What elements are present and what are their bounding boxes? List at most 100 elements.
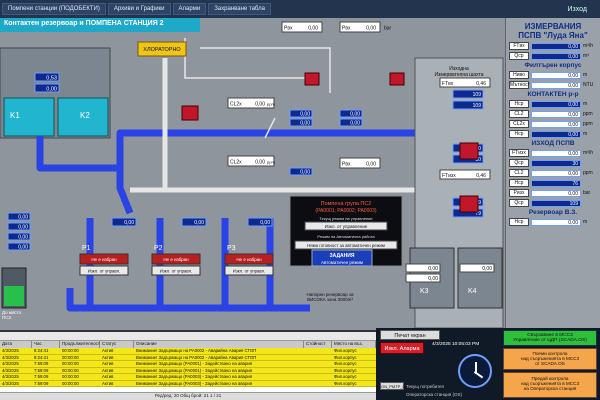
section-reservoir: Резервоар В.З. (528, 209, 578, 216)
valves (181, 72, 479, 213)
alarm-cell-date: 4/3/2025 (2, 367, 19, 373)
valve-1[interactable] (459, 142, 479, 160)
ctrl-status-value[interactable]: Изкл. от управление (325, 224, 368, 229)
pump-p1[interactable]: Не е избран Изкл. от управл. P1 (79, 245, 129, 276)
svg-text:FTвх: FTвх (442, 81, 454, 87)
alarm-cell-desc: Внимание! Задържащо на PA0002 - Аварийна… (136, 348, 257, 353)
top-p-value-2: 0,00 (366, 26, 376, 32)
mid-value-4: 0,00 (350, 121, 360, 127)
give-control-label: Предай контрола над съоръженията в МСС3 … (520, 376, 580, 391)
chlorinator-label: ХЛОРАТОРНО (143, 47, 181, 53)
pump-p1-label: P1 (82, 245, 91, 252)
alarm-list: Дата Час Продължителност Статус Описание… (0, 330, 376, 400)
alarm-cell-loc: Фил.корпус (334, 367, 357, 373)
alarm-cell-time: 8:24:41 (34, 348, 49, 353)
k3-readouts: 0,00 0,00 0,00 (405, 263, 495, 283)
level-tank-fill (4, 286, 24, 306)
section-outlet: ИЗХОД ПСПВ (531, 140, 575, 147)
pump-group-ids: (PA0001; PA0002; PA0003) (315, 208, 376, 214)
menu-power-panels[interactable]: Захранване табла (208, 3, 271, 15)
alarm-cell-loc: Фил.корпус (334, 354, 357, 360)
take-control-label: Поеми контрола над съоръженията в МСС3 о… (520, 351, 580, 366)
give-control-button[interactable]: Предай контрола над съоръженията в МСС3 … (503, 372, 597, 398)
pump-p3-label: P3 (227, 245, 236, 252)
alarm-cell-dur: 00:00:00 (62, 374, 79, 379)
auto-status-label: Режим на Автоматична работа (317, 234, 375, 239)
alarm-footer: Ред/ред: 20 Общ брой: 21 1 / 21 (0, 392, 376, 400)
valve-4[interactable] (304, 72, 320, 86)
tasks-box[interactable]: ЗАДАНИЯ Автоматичен режим (311, 249, 373, 267)
pump-p2[interactable]: Не е избран Изкл. от управл. P2 (151, 245, 201, 276)
col-status: Статус (100, 341, 134, 348)
col-location: Място на въз. (332, 341, 376, 348)
pump-p3[interactable]: Не е избран Изкл. от управл. P3 (224, 245, 274, 276)
svg-text:Pвх: Pвх (342, 26, 351, 32)
value-30-b: 30 (475, 157, 481, 163)
k1-label: K1 (10, 111, 20, 120)
valve-3[interactable] (181, 105, 199, 121)
reservoir-k1 (3, 97, 55, 137)
alarm-header-row: Дата Час Продължителност Статус Описание… (0, 341, 376, 348)
mid-value-3: 0,00 (350, 112, 360, 118)
pump-p2-state: Не е избран (163, 257, 189, 262)
svg-text:FTизх: FTизх (442, 173, 456, 179)
mscz-connect-label: Свързаване в МСС3 Управление от ЦДП (SCA… (513, 333, 587, 343)
alarm-cell-status: Актив (102, 380, 114, 386)
pump-readouts: 0,00 0,00 0,00 0,00 (111, 167, 313, 227)
pump-group-title: Помпена група ПС2 (321, 201, 372, 207)
alarm-cell-date: 4/3/2025 (2, 380, 19, 386)
svg-text:Pвх: Pвх (342, 162, 351, 168)
mscz-connect-button[interactable]: Свързаване в МСС3 Управление от ЦДП (SCA… (503, 330, 597, 346)
valve-5[interactable] (389, 72, 405, 86)
left-value-f: 0,00 (18, 245, 28, 251)
alarm-cell-status: Актив (102, 354, 114, 360)
pump-p3-state: Не е избран (236, 257, 262, 262)
chlorinator-room (137, 41, 187, 57)
alarm-cell-dur: 00:00:00 (62, 367, 79, 373)
take-control-button[interactable]: Поеми контрола над съоръженията в МСС3 о… (503, 348, 597, 370)
alarm-cell-date: 4/3/2025 (2, 374, 19, 379)
station-id-button[interactable]: ON_PMTP_01 (380, 382, 408, 390)
pump-group-panel: Помпена група ПС2 (PA0001; PA0002; PA000… (289, 195, 403, 267)
alarm-cell-val (304, 381, 332, 387)
alarm-cell-val (304, 361, 332, 367)
valve-2[interactable] (459, 195, 479, 213)
flow-right-mid: 0,46 (476, 173, 486, 179)
pump-p2-label: P2 (154, 245, 163, 252)
menu-archives-charts[interactable]: Архиви и Графики (107, 3, 171, 15)
value-109-b: 109 (473, 103, 482, 109)
print-screen-button[interactable]: Печат екран (380, 330, 440, 340)
alarm-cell-time: 7:59:09 (34, 367, 49, 373)
alarm-cell-time: 7:59:09 (34, 361, 49, 366)
top-readouts: Pвх 0,00 Pвх 0,00 bar (281, 21, 392, 33)
alarm-cell-date: 4/3/2025 (2, 361, 19, 366)
alarm-cell-loc: Фил.корпус (334, 348, 357, 353)
alarm-off-button[interactable]: Изкл. Аларма (380, 342, 424, 354)
bottom-mid-value-2: 0,00 (428, 276, 438, 282)
k4-label: K4 (468, 288, 477, 295)
left-readouts: 0,53 0,00 0,00 0,00 0,00 0,00 (7, 72, 60, 251)
operator-station-label: Операторска станция (OS) (406, 392, 462, 397)
menu-alarms[interactable]: Аларми (172, 3, 207, 15)
cl2-value-2: 0,00 (255, 160, 265, 166)
exit-button[interactable]: Изход (567, 5, 588, 13)
left-value-b: 0,00 (46, 87, 57, 93)
menu-pump-stations[interactable]: Помпени станции (ПОДОБЕКТИ) (2, 3, 106, 15)
page-title: Контактен резервоар и ПОМПЕНА СТАНЦИЯ 2 (0, 18, 200, 32)
top-p-value: 0,00 (308, 26, 318, 32)
cl2-unit-2: ppm (267, 160, 275, 165)
control-transfer-panel: Свързаване в МСС3 Управление от ЦДП (SCA… (500, 328, 600, 400)
